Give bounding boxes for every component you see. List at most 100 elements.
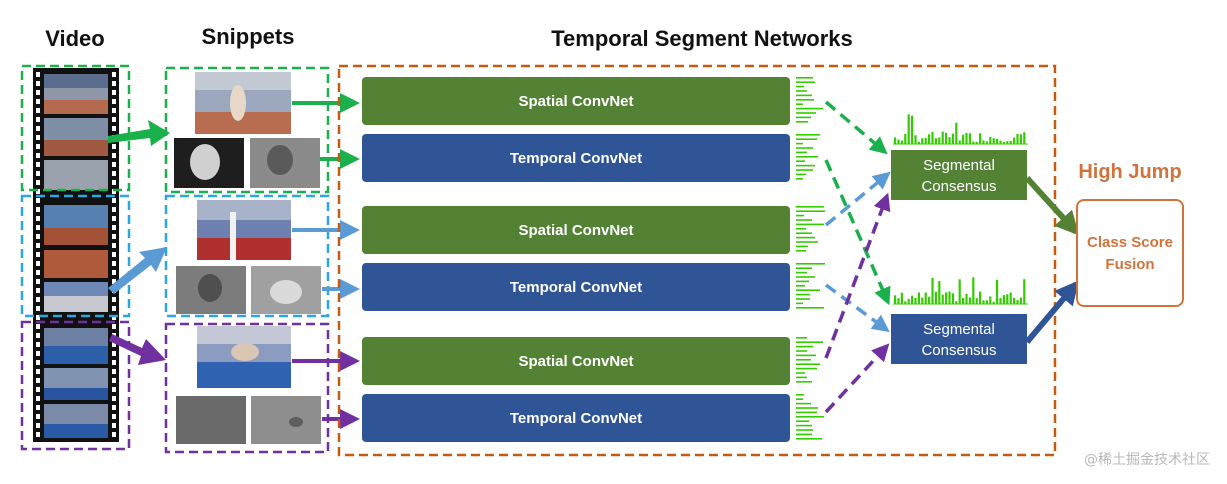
sprocket-hole: [36, 432, 40, 437]
histogram-bar: [914, 298, 917, 304]
score-bar: [796, 411, 817, 414]
spatial-2-to-consensus-1: [824, 171, 891, 227]
histogram-bar: [914, 135, 917, 144]
snippet-1-flow-y: [250, 138, 320, 188]
score-bar: [796, 267, 812, 269]
sprocket-hole: [36, 234, 40, 239]
sprocket-hole: [36, 369, 40, 374]
score-bar: [796, 138, 817, 140]
histogram-bar: [999, 297, 1002, 304]
score-bar: [796, 298, 810, 300]
spatial-1-to-consensus-1: [824, 100, 888, 155]
histogram-bar: [1019, 297, 1022, 304]
sprocket-hole: [36, 414, 40, 419]
sprocket-hole: [36, 216, 40, 221]
segment-1-big-arrow: [108, 120, 170, 146]
tsn-header: Temporal Segment Networks: [551, 26, 853, 51]
histogram-bar: [928, 134, 931, 144]
histogram-bar: [917, 141, 920, 144]
sprocket-hole: [36, 306, 40, 311]
sprocket-hole: [112, 279, 116, 284]
histogram-bar: [955, 301, 958, 304]
histogram-bar: [958, 279, 961, 304]
sprocket-hole: [36, 252, 40, 257]
score-bar: [796, 223, 824, 226]
histogram-bar: [897, 298, 900, 304]
fusion-line2: Fusion: [1105, 256, 1154, 273]
sprocket-hole: [112, 153, 116, 158]
sprocket-hole: [36, 153, 40, 158]
sprocket-hole: [36, 324, 40, 329]
histogram-bar: [938, 281, 941, 304]
sprocket-hole: [36, 279, 40, 284]
histogram-bar: [897, 139, 900, 144]
sprocket-hole: [112, 90, 116, 95]
temporal-convnet-1-label: Temporal ConvNet: [510, 150, 642, 167]
histogram-bar: [904, 133, 907, 144]
sprocket-hole: [112, 81, 116, 86]
spatial-convnet-2-label: Spatial ConvNet: [518, 222, 633, 239]
histogram-bar: [1013, 297, 1016, 304]
histogram-bar: [968, 133, 971, 144]
sprocket-hole: [112, 351, 116, 356]
spatial-convnet-2: [362, 206, 790, 254]
histogram-bar: [965, 293, 968, 304]
histogram-bar: [1016, 300, 1019, 304]
histogram-bar: [1006, 141, 1009, 144]
score-bar: [796, 289, 820, 291]
score-bar: [796, 214, 804, 217]
score-bar: [796, 367, 817, 370]
sprocket-hole: [112, 243, 116, 248]
histogram-bar: [948, 291, 951, 304]
sprocket-hole: [36, 72, 40, 77]
histogram-bar: [999, 140, 1002, 144]
sprocket-hole: [112, 171, 116, 176]
score-bar: [796, 381, 812, 383]
histogram-bar: [972, 277, 975, 304]
score-bar: [796, 354, 816, 357]
segmental-consensus-1: [891, 150, 1027, 200]
histogram-bar: [931, 131, 934, 144]
histogram-bar: [989, 296, 992, 304]
score-bar: [796, 134, 820, 136]
consensus-2-histogram: [893, 277, 1028, 305]
score-bar: [796, 219, 812, 221]
histogram-bar: [1002, 295, 1005, 304]
sprocket-hole: [36, 144, 40, 149]
video-segment-3-box: [20, 320, 131, 451]
histogram-bar: [934, 138, 937, 144]
snippet-1-rgb-frame: [195, 72, 291, 134]
histogram-bar: [989, 136, 992, 144]
sprocket-hole: [112, 162, 116, 167]
histogram-bar: [951, 293, 954, 304]
histogram-bar: [907, 298, 910, 304]
score-bar: [796, 345, 813, 348]
score-bar: [796, 169, 813, 171]
score-bar: [796, 280, 809, 283]
histogram-bar: [979, 133, 982, 144]
histogram-bar: [934, 291, 937, 304]
consensus-1-to-fusion-arrow: [1024, 175, 1080, 236]
histogram-bar: [931, 277, 934, 304]
histogram-bar: [945, 292, 948, 304]
histogram-bar: [968, 297, 971, 304]
spatial-3-to-consensus-1: [824, 192, 891, 359]
sprocket-hole: [112, 225, 116, 230]
score-bar: [796, 164, 815, 167]
segment-2-big-arrow: [108, 247, 167, 294]
sprocket-hole: [112, 108, 116, 113]
segment-3-big-arrow: [109, 334, 166, 365]
score-bar: [796, 394, 804, 396]
sprocket-hole: [112, 216, 116, 221]
sprocket-hole: [112, 72, 116, 77]
sprocket-hole: [112, 396, 116, 401]
watermark: @稀土掘金技术社区: [1084, 452, 1210, 468]
histogram-bar: [948, 137, 951, 144]
score-bar: [796, 121, 808, 123]
snippet-3-box: [164, 322, 330, 454]
histogram-bar: [982, 140, 985, 144]
score-bar: [796, 307, 824, 309]
sprocket-hole: [112, 405, 116, 410]
